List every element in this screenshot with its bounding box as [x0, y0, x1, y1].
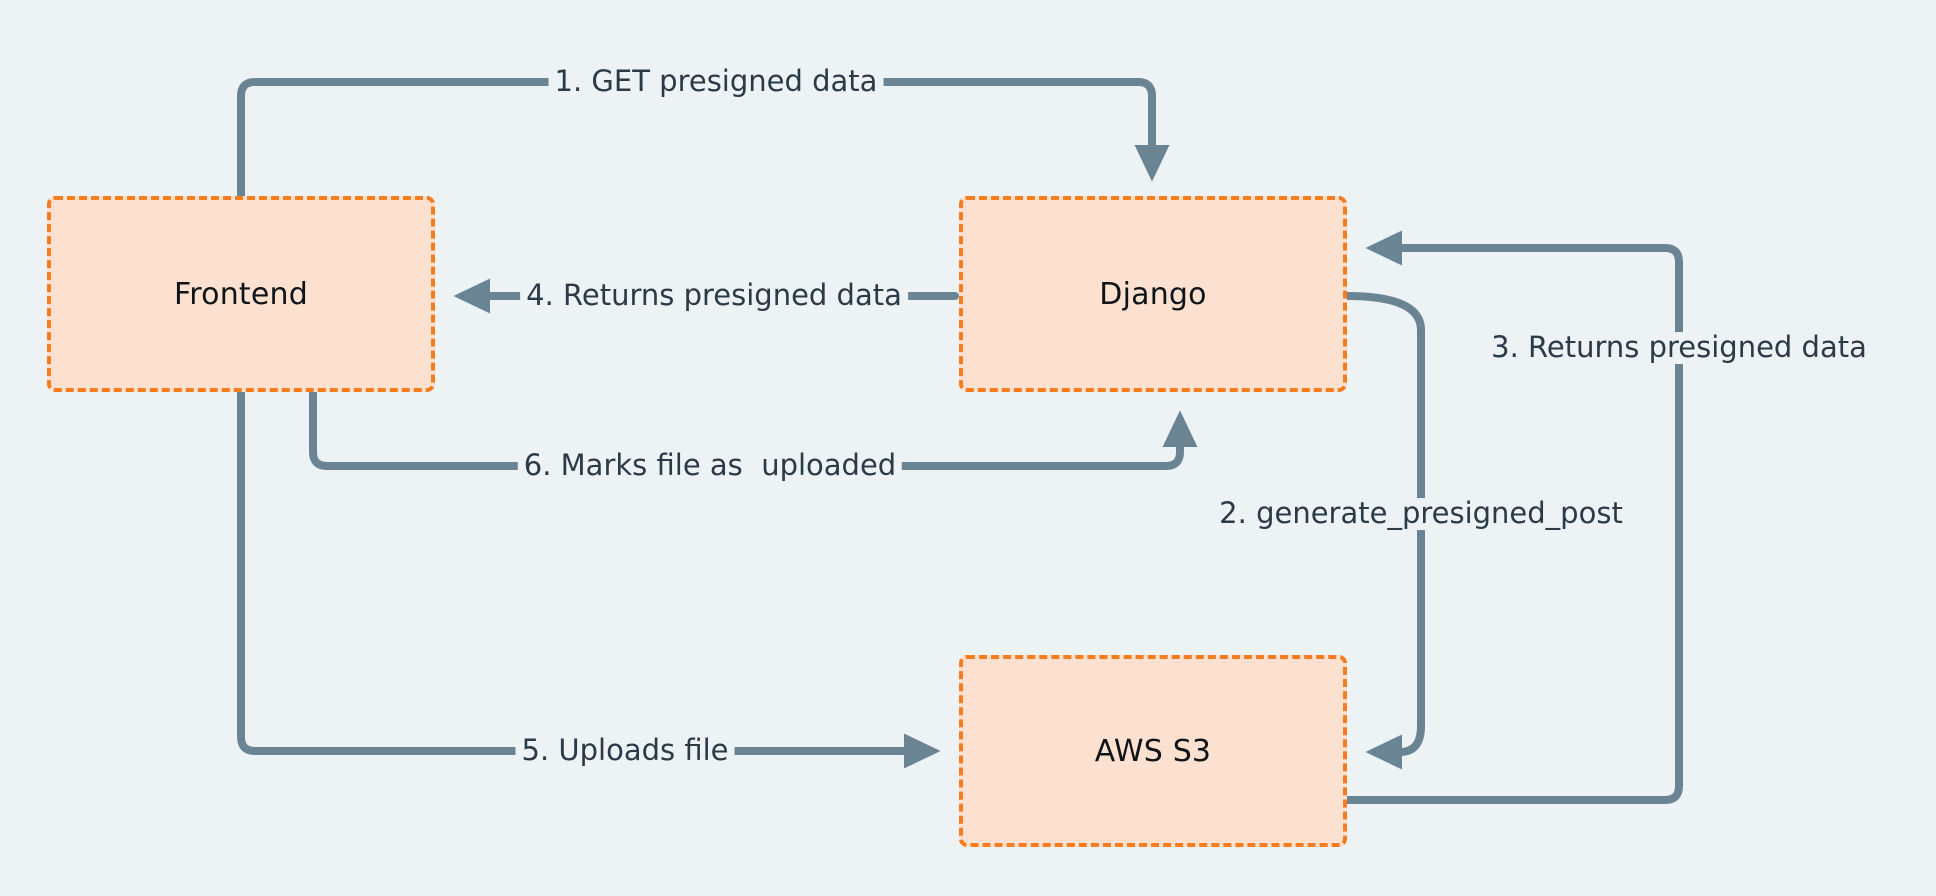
edge-path-5: [237, 388, 941, 769]
edge-path-1: [237, 78, 1170, 200]
edge-path-2: [1343, 292, 1425, 770]
edge-label-6: 6. Marks file as uploaded: [517, 449, 903, 482]
edge-label-3: 3. Returns presigned data: [1485, 331, 1873, 364]
edge-label-5: 5. Uploads file: [515, 734, 735, 767]
edge-path-3: [1343, 230, 1683, 804]
edge-label-1: 1. GET presigned data: [548, 65, 884, 98]
node-aws-s3[interactable]: AWS S3: [959, 655, 1347, 847]
edge-label-4: 4. Returns presigned data: [520, 279, 908, 312]
node-frontend[interactable]: Frontend: [47, 196, 435, 392]
node-django[interactable]: Django: [959, 196, 1347, 392]
edge-label-2: 2. generate_presigned_post: [1213, 497, 1629, 530]
node-frontend-label: Frontend: [174, 276, 308, 312]
node-aws-s3-label: AWS S3: [1094, 733, 1212, 769]
node-django-label: Django: [1099, 276, 1207, 312]
